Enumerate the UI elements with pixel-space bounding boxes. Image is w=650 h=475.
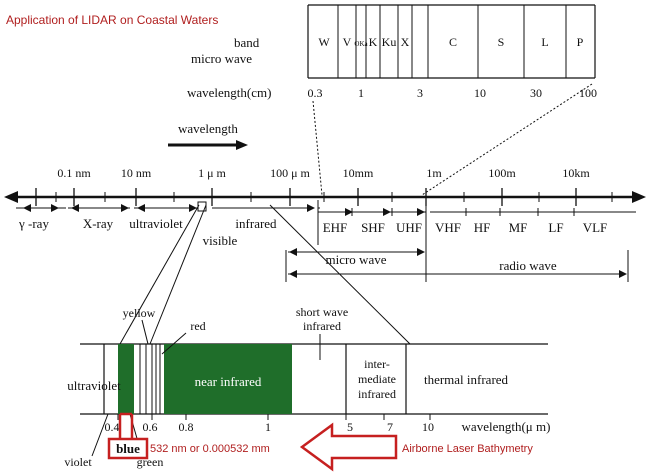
zoom-panel (80, 334, 548, 415)
zoom-tick: 0.8 (179, 420, 194, 434)
scale-label: 1m (426, 166, 442, 180)
zoom-label-blue: blue (116, 441, 140, 456)
band-label-lf: LF (548, 220, 563, 235)
method-annotation: Airborne Laser Bathymetry (402, 443, 533, 455)
scale-label: 100m (488, 166, 516, 180)
zoom-connector-line (312, 100, 323, 196)
wavelength-cm-value: 100 (579, 86, 597, 100)
zoom-label-thermal: thermal infrared (424, 372, 509, 387)
wavelength-arrow-label: wavelength (178, 121, 238, 136)
band-label-ehf: EHF (323, 220, 348, 235)
band-cell: C (449, 35, 457, 49)
zoom-tick: 7 (387, 420, 393, 434)
scale-label: 100 μ m (270, 166, 310, 180)
band-label-shf: SHF (361, 220, 385, 235)
zoom-label-intermediate-1: inter- (364, 357, 390, 371)
region-label-visible: visible (203, 233, 238, 248)
scale-label: 10 nm (121, 166, 152, 180)
wavelength-cm-value: 30 (530, 86, 542, 100)
wavelength-cm-value: 10 (474, 86, 486, 100)
zoom-tick: 5 (347, 420, 353, 434)
scale-label: 1 μ m (198, 166, 226, 180)
zoom-axis-ticks (117, 414, 431, 420)
main-spectrum-axis (4, 188, 646, 206)
wavelength-cm-value: 1 (358, 86, 364, 100)
band-row-label: band (234, 35, 260, 50)
red-pointer (161, 332, 187, 355)
arrow-head-icon (236, 140, 248, 150)
blue-highlight (107, 412, 149, 460)
zoom-label-near-infrared: near infrared (195, 374, 262, 389)
zoom-lines (119, 204, 411, 345)
zoom-label-intermediate-2: mediate (358, 372, 396, 386)
zoom-axis-label: wavelength(μ m) (462, 419, 551, 434)
zoom-tick: 0.6 (143, 420, 158, 434)
left-arrow-icon (299, 422, 398, 472)
wavelength-cm-label: wavelength(cm) (187, 85, 271, 100)
band-cell: OKa (354, 40, 368, 48)
band-cell: L (541, 35, 548, 49)
band-cell: K (369, 35, 378, 49)
band-cell: V (343, 35, 352, 49)
wavelength-annotation: 532 nm or 0.000532 mm (150, 443, 270, 455)
radiowave-span-label: radio wave (499, 258, 557, 273)
band-cell: W (318, 35, 330, 49)
wavelength-cm-value: 0.3 (308, 86, 323, 100)
scale-label: 0.1 nm (57, 166, 91, 180)
band-label-hf: HF (474, 220, 491, 235)
radiowave-span-arrow (288, 250, 629, 282)
band-label-uhf: UHF (396, 220, 422, 235)
band-cell: S (498, 35, 505, 49)
band-cell: P (577, 35, 584, 49)
region-label-infrared: infrared (235, 216, 277, 231)
violet-pointer (91, 413, 109, 457)
zoom-label-red: red (190, 319, 205, 333)
zoom-tick: 0.4 (105, 420, 120, 434)
band-cells (317, 200, 636, 245)
band-label-mf: MF (509, 220, 528, 235)
band-cell: X (401, 35, 410, 49)
microwave-span-arrow (285, 245, 427, 282)
region-label-x-ray: X-ray (83, 216, 114, 231)
visible-band-marker (197, 201, 207, 212)
band-label-vhf: VHF (435, 220, 461, 235)
green-band (118, 344, 134, 414)
zoom-label-short-wave: short wave (296, 305, 348, 319)
scale-label: 10km (562, 166, 590, 180)
wavelength-cm-value: 3 (417, 86, 423, 100)
region-label-ultraviolet: ultraviolet (129, 216, 183, 231)
zoom-connector-line (421, 83, 593, 196)
zoom-label-short-wave-infrared: infrared (303, 319, 341, 333)
near-infrared-band (164, 344, 292, 414)
microwave-band-table: band micro wave W V OKa K Ku X C S L P w… (187, 4, 597, 100)
zoom-tick: 10 (422, 420, 434, 434)
microwave-row-label: micro wave (191, 51, 252, 66)
band-cell: Ku (382, 35, 397, 49)
scale-label: 10mm (343, 166, 374, 180)
region-label-gamma-ray: γ -ray (18, 216, 49, 231)
yellow-pointer (141, 319, 149, 345)
zoom-label-yellow: yellow (123, 306, 156, 320)
diagram-title: Application of LIDAR on Coastal Waters (6, 13, 218, 27)
zoom-label-ultraviolet: ultraviolet (67, 378, 121, 393)
zoom-label-intermediate-3: infrared (358, 387, 396, 401)
band-label-vlf: VLF (583, 220, 608, 235)
zoom-label-violet: violet (64, 455, 92, 469)
zoom-tick: 1 (265, 420, 271, 434)
microwave-span-label: micro wave (325, 252, 386, 267)
